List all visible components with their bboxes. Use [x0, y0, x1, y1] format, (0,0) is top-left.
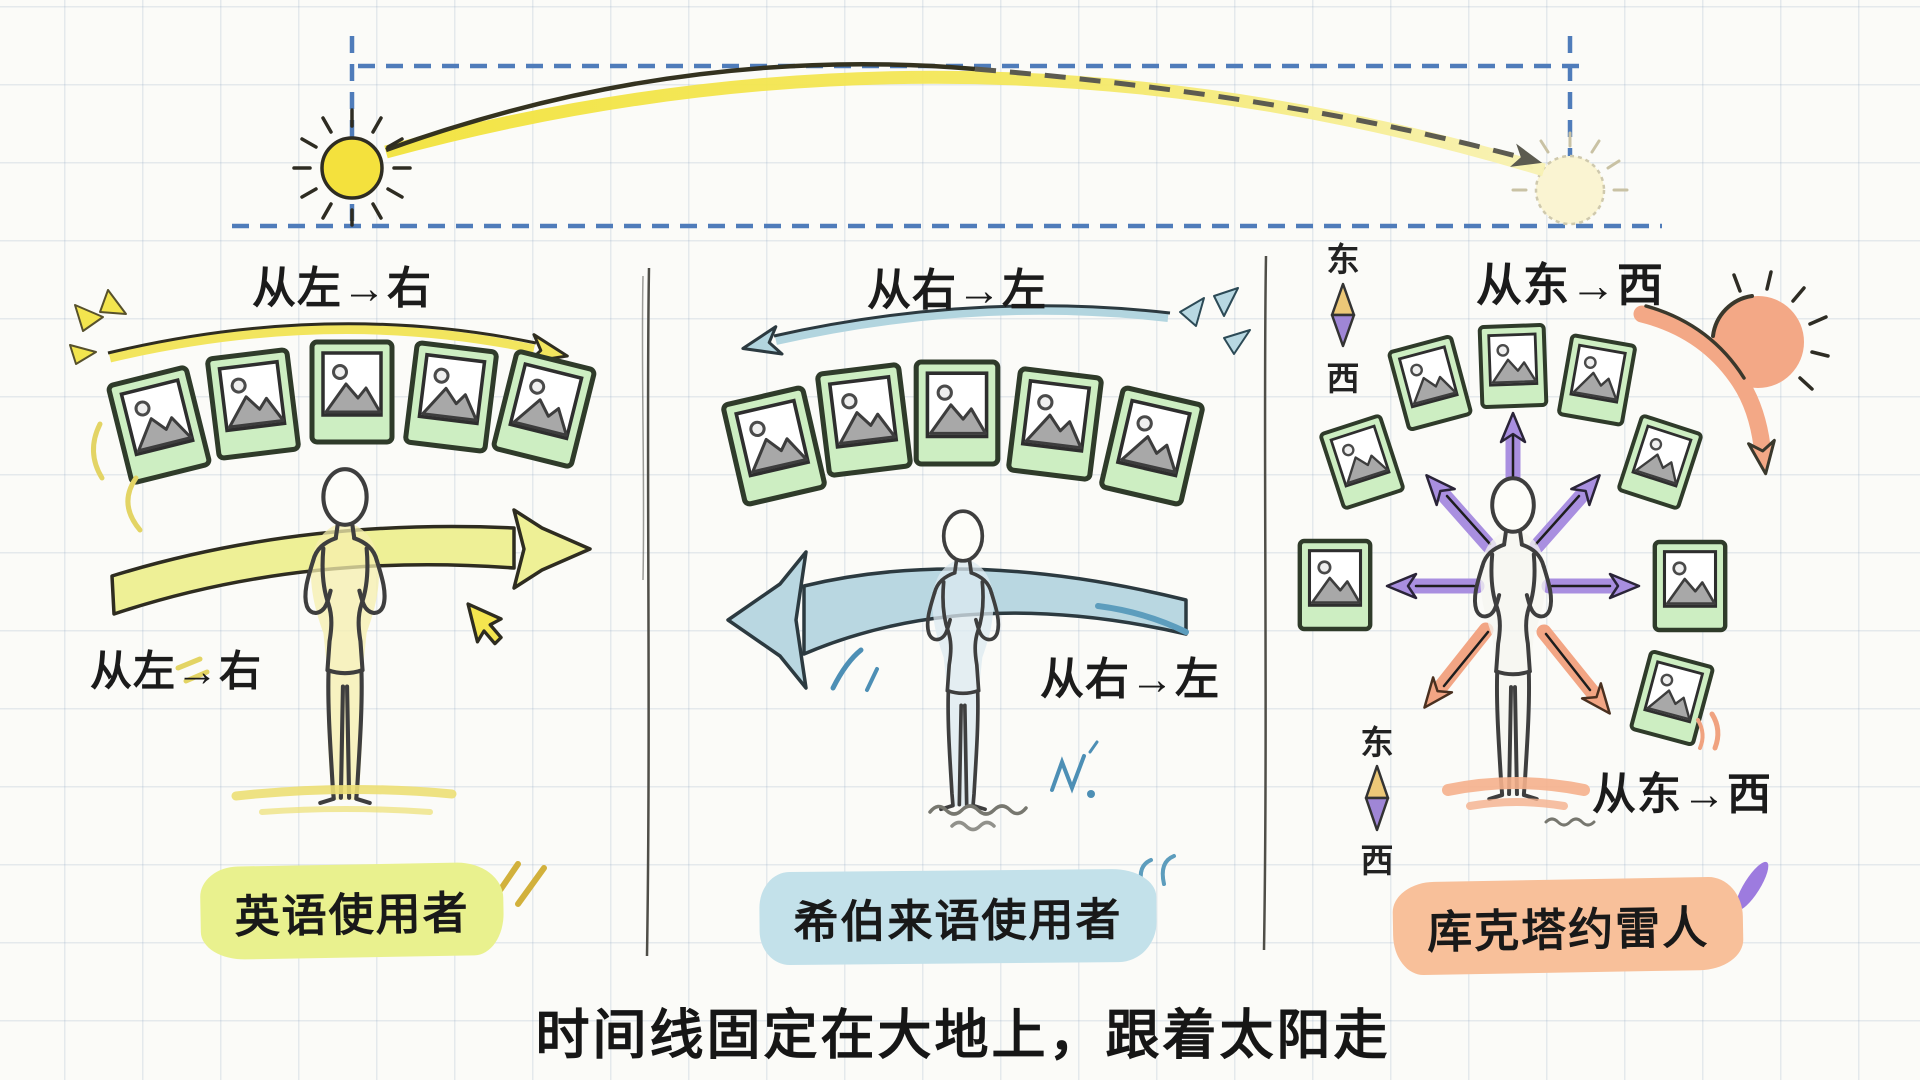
photo-icon — [108, 367, 210, 483]
panel-dividers — [641, 255, 1268, 957]
caption: 时间线固定在大地上，跟着太阳走 — [535, 1005, 1391, 1066]
accent-strokes — [91, 421, 210, 684]
arrow-northeast — [1529, 474, 1601, 554]
sunset-sun-icon — [1633, 270, 1830, 476]
sparkle-icon — [1179, 287, 1251, 355]
ground-shadow — [231, 784, 457, 815]
photo-icon — [1008, 368, 1101, 479]
hebrew-figure-direction-label: 从右→左 — [1040, 655, 1220, 704]
arrow-southwest — [1423, 622, 1494, 709]
sun-path-arrow — [384, 61, 1546, 177]
radial-arrows — [1385, 411, 1641, 715]
kuuk-top-direction-label: 从东→西 — [1476, 259, 1664, 311]
photo-icon — [1101, 387, 1203, 505]
photo-icon — [1559, 335, 1636, 425]
photo-icon — [1318, 413, 1406, 511]
compass-west-label: 西 — [1360, 842, 1394, 879]
panel-hebrew — [723, 287, 1251, 902]
photo-icon — [723, 387, 825, 505]
photo-icon — [1616, 413, 1704, 511]
english-speakers-label: 英语使用者 — [199, 861, 505, 961]
photo-icon — [493, 351, 595, 467]
ground-shadow — [1442, 777, 1596, 827]
accent-strokes — [1696, 711, 1721, 751]
cursor-icon — [466, 602, 503, 646]
photo-row — [108, 342, 595, 483]
kuuk-thaayorre-label: 库克塔约雷人 — [1392, 876, 1744, 976]
english-top-direction-label: 从左→右 — [252, 264, 432, 313]
photo-icon — [405, 342, 497, 451]
photo-icon — [1389, 336, 1472, 430]
panel-english — [69, 289, 595, 907]
sun-icon — [292, 108, 412, 227]
timeline-arrow-left-to-right — [107, 322, 569, 364]
photo-row — [723, 362, 1203, 505]
compass-east-label: 东 — [1326, 241, 1360, 278]
ground-scribble — [928, 804, 1028, 832]
timeline-arrow-right-to-left — [741, 304, 1171, 356]
photo-icon — [1300, 541, 1370, 629]
compass-icon — [1364, 764, 1390, 832]
photo-icon — [207, 349, 299, 458]
person-figure — [305, 469, 384, 803]
compass-west-label: 西 — [1326, 360, 1360, 397]
compass-icon — [1330, 282, 1356, 348]
photo-icon — [916, 362, 998, 464]
english-figure-direction-label: 从左→右 — [89, 647, 263, 695]
accent-strokes — [830, 603, 1189, 692]
sun-faded-icon — [1511, 131, 1629, 226]
hebrew-top-direction-label: 从右→左 — [867, 266, 1047, 315]
sparkle-icon — [69, 289, 127, 365]
arrow-northwest — [1425, 474, 1497, 554]
photo-icon — [1655, 542, 1725, 630]
doodle-w — [1050, 740, 1099, 798]
construction-lines — [232, 36, 1662, 229]
kuuk-figure-direction-label: 从东→西 — [1592, 770, 1772, 819]
photo-icon — [312, 342, 392, 442]
person-figure — [925, 509, 1001, 812]
photo-icon — [1480, 325, 1547, 407]
hebrew-speakers-label: 希伯来语使用者 — [759, 868, 1157, 966]
photo-icon — [817, 364, 910, 475]
compass-east-label: 东 — [1360, 724, 1394, 761]
